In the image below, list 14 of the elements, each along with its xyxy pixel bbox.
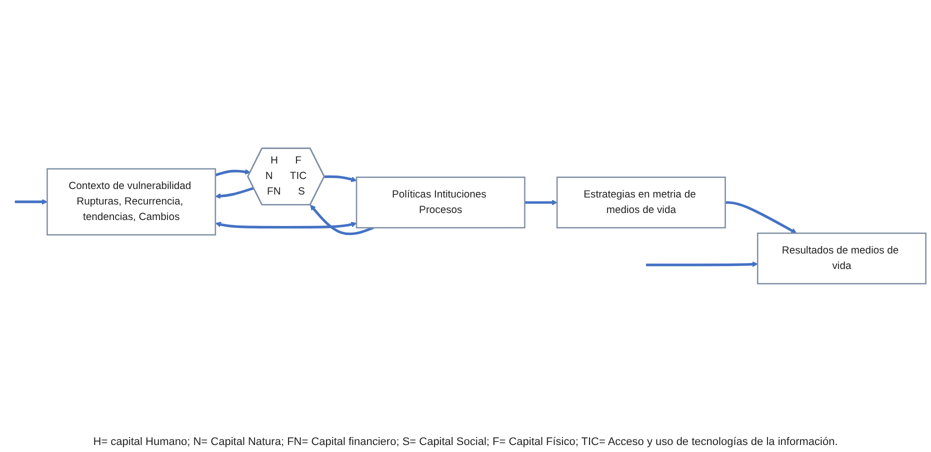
arrow (725, 201, 797, 234)
arrow (646, 261, 758, 268)
arrow (215, 222, 357, 229)
arrow (310, 204, 374, 236)
node-box: Estrategias en metria de medios de vida (556, 176, 726, 228)
arrow (324, 175, 357, 182)
arrow (215, 186, 254, 199)
footnote-text: H= capital Humano; N= Capital Natura; FN= Capital financiero; S= Capital Social; F= Capital Físico; TIC= Acceso y uso de tecnologías de la información. (93, 436, 838, 448)
node-box: Resultados de medios de vida (756, 232, 926, 284)
arrow (14, 199, 48, 205)
arrow (215, 168, 250, 176)
arrow (524, 200, 558, 206)
node-box: Contexto de vulnerabilidad Rupturas, Recurrencia, tendencias, Cambios (46, 168, 216, 236)
node-box: Políticas Intituciones Procesos (356, 176, 526, 228)
